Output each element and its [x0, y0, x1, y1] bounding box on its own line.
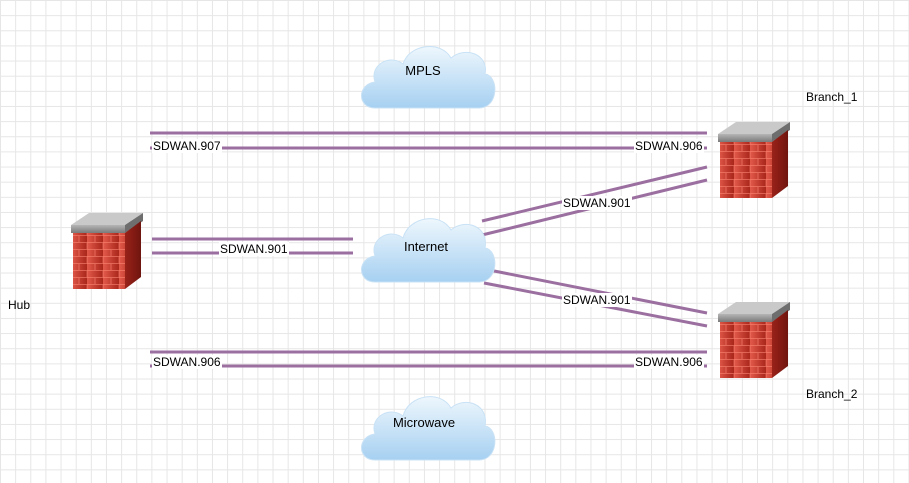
link-label-internet-branch2: SDWAN.901	[562, 293, 632, 307]
cloud-label-internet: Internet	[403, 239, 449, 254]
node-label-branch2: Branch_2	[806, 387, 858, 401]
node-label-hub: Hub	[8, 298, 31, 312]
link-label-mpls-hub: SDWAN.907	[152, 139, 222, 153]
link-label-internet-branch1: SDWAN.901	[562, 196, 632, 210]
link-label-microwave-branch2: SDWAN.906	[634, 355, 704, 369]
cloud-label-microwave: Microwave	[392, 415, 456, 430]
link-label-microwave-hub: SDWAN.906	[152, 355, 222, 369]
link-microwave-hub	[150, 350, 707, 368]
cloud-icon	[361, 46, 496, 109]
firewall-icon	[718, 122, 790, 198]
firewall-icon	[718, 302, 790, 378]
link-mpls-hub	[150, 131, 707, 150]
link-label-hub-internet: SDWAN.901	[219, 242, 289, 256]
cloud-icon	[361, 218, 496, 283]
cloud-label-mpls: MPLS	[405, 63, 441, 78]
firewall-icon	[71, 213, 143, 289]
link-label-mpls-branch1: SDWAN.906	[634, 139, 704, 153]
node-label-branch1: Branch_1	[806, 90, 858, 104]
cloud-icon	[361, 396, 496, 461]
